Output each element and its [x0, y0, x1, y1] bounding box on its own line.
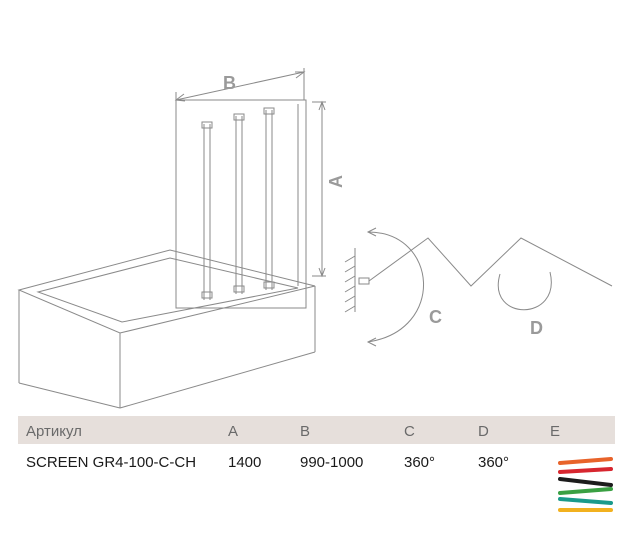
header-article: Артикул [26, 423, 82, 440]
dimension-label-d: D [530, 318, 543, 338]
stripe-black [558, 477, 613, 487]
dimension-label-a: A [326, 175, 346, 188]
dimension-label-b: B [223, 73, 236, 93]
value-c: 360° [404, 454, 436, 471]
dimension-a [312, 100, 326, 278]
dimension-label-c: C [429, 307, 442, 327]
stripe-green [558, 487, 613, 495]
value-a: 1400 [228, 454, 262, 471]
header-e: E [550, 423, 561, 440]
shower-screen [175, 99, 307, 309]
stripe-teal [558, 497, 613, 505]
header-d: D [478, 423, 489, 440]
fold-diagram [344, 227, 613, 347]
bathtub [17, 249, 316, 409]
stripe-red [558, 467, 613, 474]
value-b: 990-1000 [300, 454, 364, 471]
spec-table-header: Артикул A B C D E [18, 416, 615, 444]
dimension-b [174, 68, 306, 108]
color-stripes-icon [558, 457, 613, 512]
header-c: C [404, 423, 415, 440]
header-b: B [300, 423, 311, 440]
stripe-orange [558, 457, 613, 465]
product-drawing: B A C D [17, 68, 613, 409]
value-d: 360° [478, 454, 510, 471]
value-article: SCREEN GR4-100-C-CH [26, 454, 197, 471]
header-a: A [228, 423, 239, 440]
